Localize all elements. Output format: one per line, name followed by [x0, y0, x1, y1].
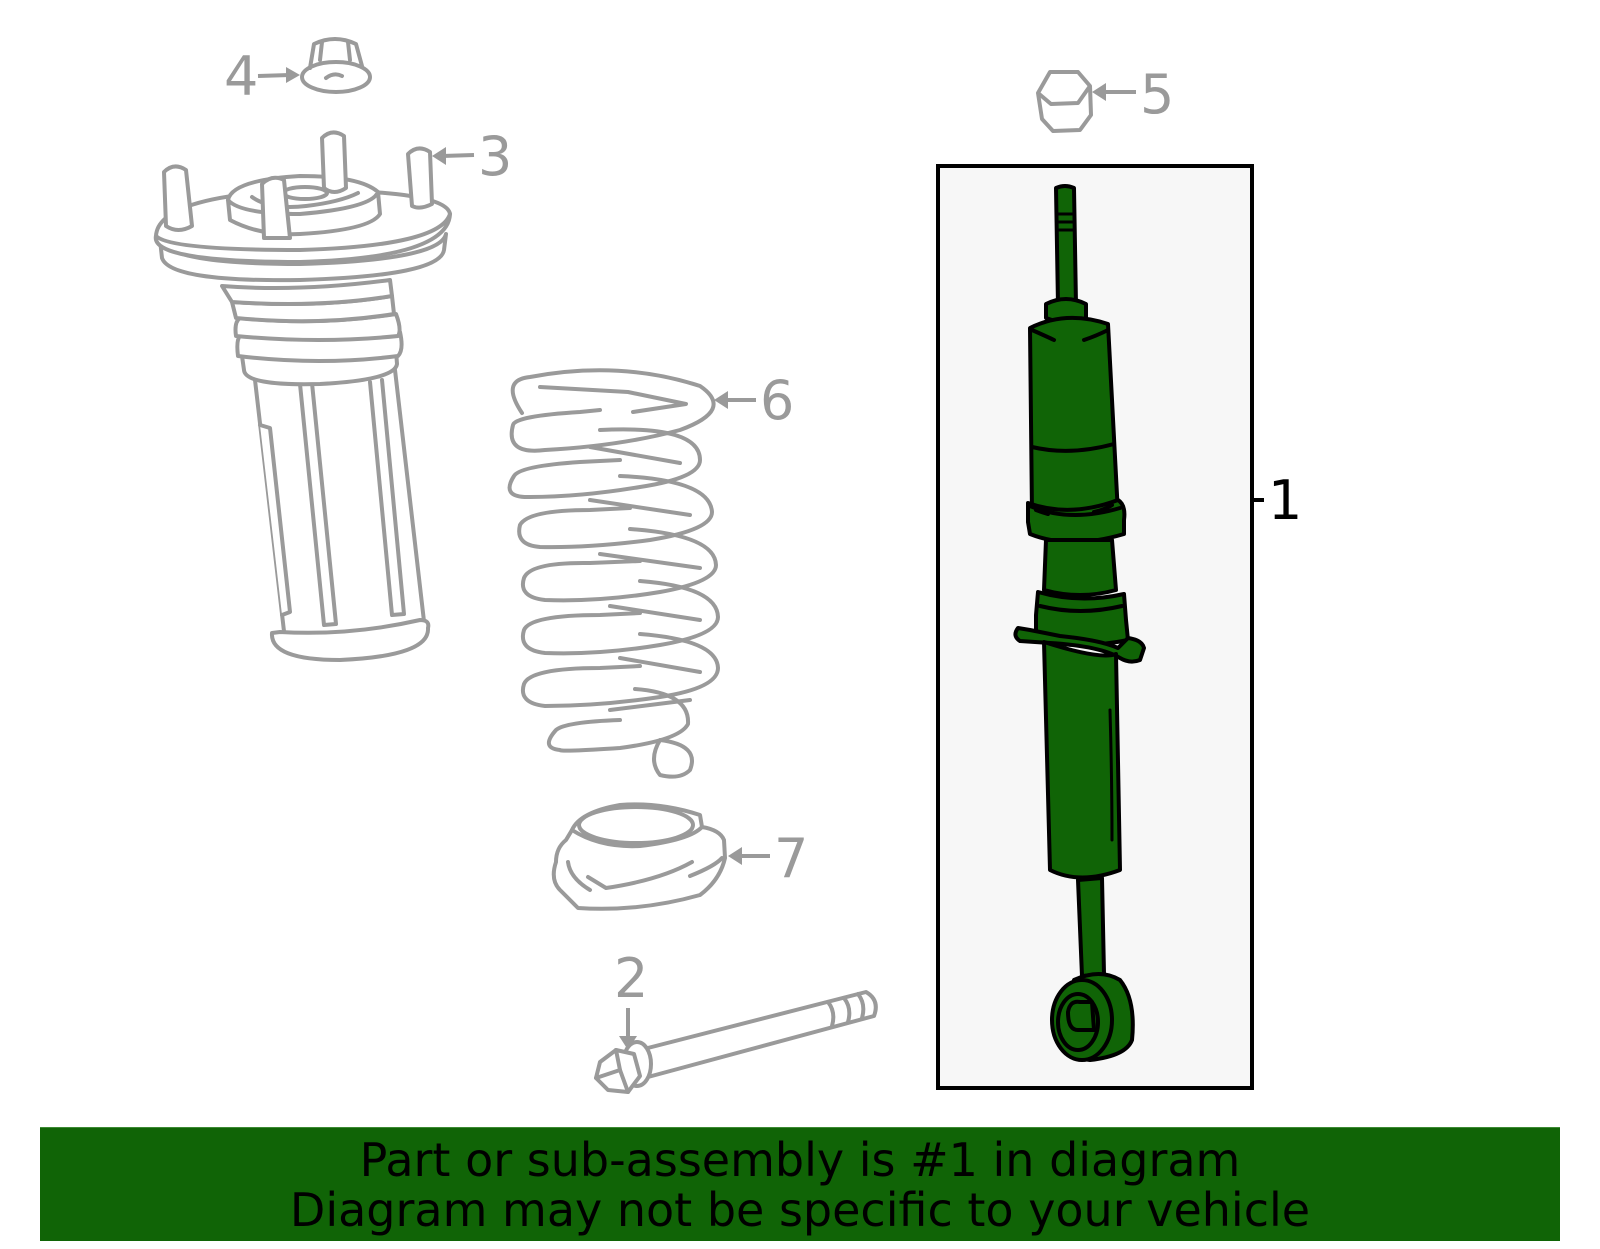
part-4-nut-icon	[300, 37, 372, 94]
callout-1: 1	[1268, 469, 1303, 532]
arrow-3-icon	[441, 153, 475, 158]
callout-6: 6	[760, 369, 795, 432]
callout-5: 5	[1140, 63, 1175, 126]
part-7-spring-insulator-icon	[551, 802, 727, 911]
callout-7: 7	[774, 827, 809, 890]
part-2-bolt-icon	[594, 990, 878, 1094]
part-5-hex-nut-icon	[1036, 70, 1093, 133]
part-1-shock-absorber-icon[interactable]	[1013, 184, 1146, 1062]
banner-line-1: Part or sub-assembly is #1 in diagram	[359, 1132, 1241, 1187]
banner-line-2: Diagram may not be specific to your vehi…	[289, 1182, 1311, 1237]
info-banner: Part or sub-assembly is #1 in diagram Di…	[40, 1127, 1560, 1241]
part-3-upper-mount-icon	[153, 130, 452, 662]
part-6-coil-spring-icon	[507, 368, 720, 779]
callout-2: 2	[614, 947, 649, 1010]
arrow-4-icon	[257, 73, 291, 78]
callout-4: 4	[224, 45, 259, 108]
callout-3: 3	[478, 125, 513, 188]
